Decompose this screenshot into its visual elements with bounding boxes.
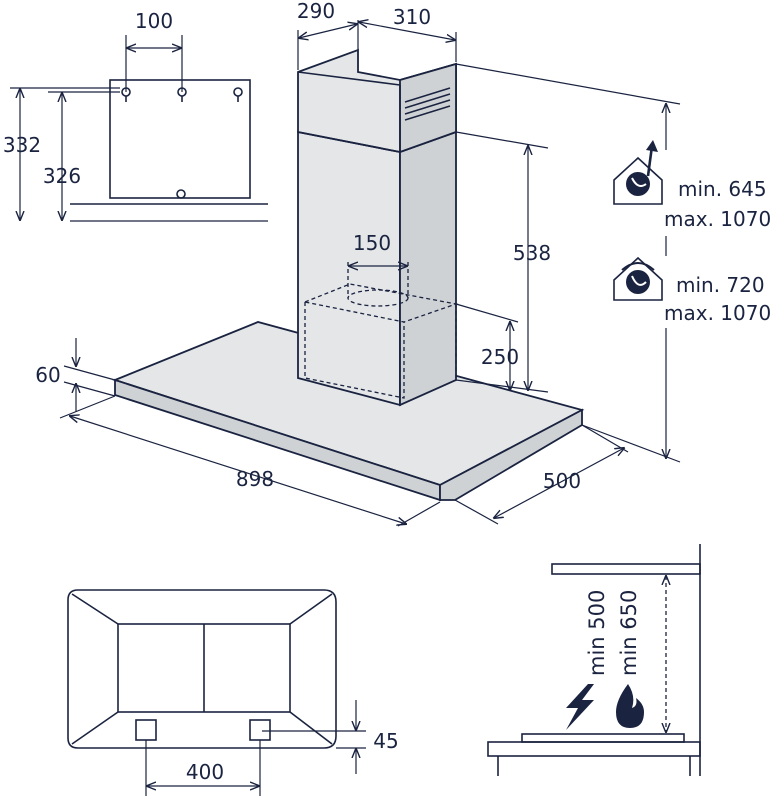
hob bbox=[521, 733, 685, 743]
canopy-depth-label: 500 bbox=[543, 469, 581, 493]
outlet-diameter-label: 150 bbox=[353, 231, 391, 255]
chimney-vents bbox=[404, 87, 451, 121]
extraction-max-label: max. 1070 bbox=[664, 207, 771, 231]
filter-clip-left bbox=[135, 719, 157, 741]
bracket-height-inner-label: 326 bbox=[43, 164, 81, 188]
bracket-height-outer-label: 332 bbox=[3, 133, 41, 157]
chimney-front bbox=[297, 130, 401, 407]
bracket-plate bbox=[109, 79, 251, 199]
gas-clearance-label: min 650 bbox=[617, 590, 641, 676]
chimney-depth-label: 290 bbox=[297, 0, 335, 23]
motor-height-label: 250 bbox=[481, 345, 519, 369]
keyhole-icon bbox=[121, 87, 243, 199]
house-recirculation-icon bbox=[613, 256, 663, 301]
canopy-width-label: 898 bbox=[236, 467, 274, 491]
chimney-side bbox=[399, 130, 457, 407]
chimney-height-label: 538 bbox=[513, 241, 551, 265]
worktop bbox=[487, 741, 701, 757]
canopy-thickness-label: 60 bbox=[35, 363, 60, 387]
house-extraction-icon bbox=[613, 140, 663, 205]
lightning-icon bbox=[566, 684, 594, 730]
bracket-hole-spacing-label: 100 bbox=[135, 9, 173, 33]
wall-bracket-view: 100 332 326 bbox=[3, 9, 268, 222]
recirculation-max-label: max. 1070 bbox=[664, 301, 771, 325]
chimney-width-label: 310 bbox=[393, 5, 431, 29]
flame-icon bbox=[616, 684, 644, 728]
filter-clip-right bbox=[249, 719, 271, 741]
electric-clearance-label: min 500 bbox=[585, 590, 609, 676]
clearance-view: min 500 min 650 bbox=[487, 544, 701, 776]
filter-spacing-label: 400 bbox=[186, 760, 224, 784]
filter-offset-label: 45 bbox=[373, 729, 398, 753]
extraction-min-label: min. 645 bbox=[678, 177, 767, 201]
hood-underside bbox=[551, 563, 701, 575]
bottom-filter-view: 400 45 bbox=[67, 589, 399, 796]
hood-iso-view: 150 290 310 538 250 60 898 500 bbox=[35, 0, 681, 527]
recirculation-min-label: min. 720 bbox=[676, 273, 765, 297]
